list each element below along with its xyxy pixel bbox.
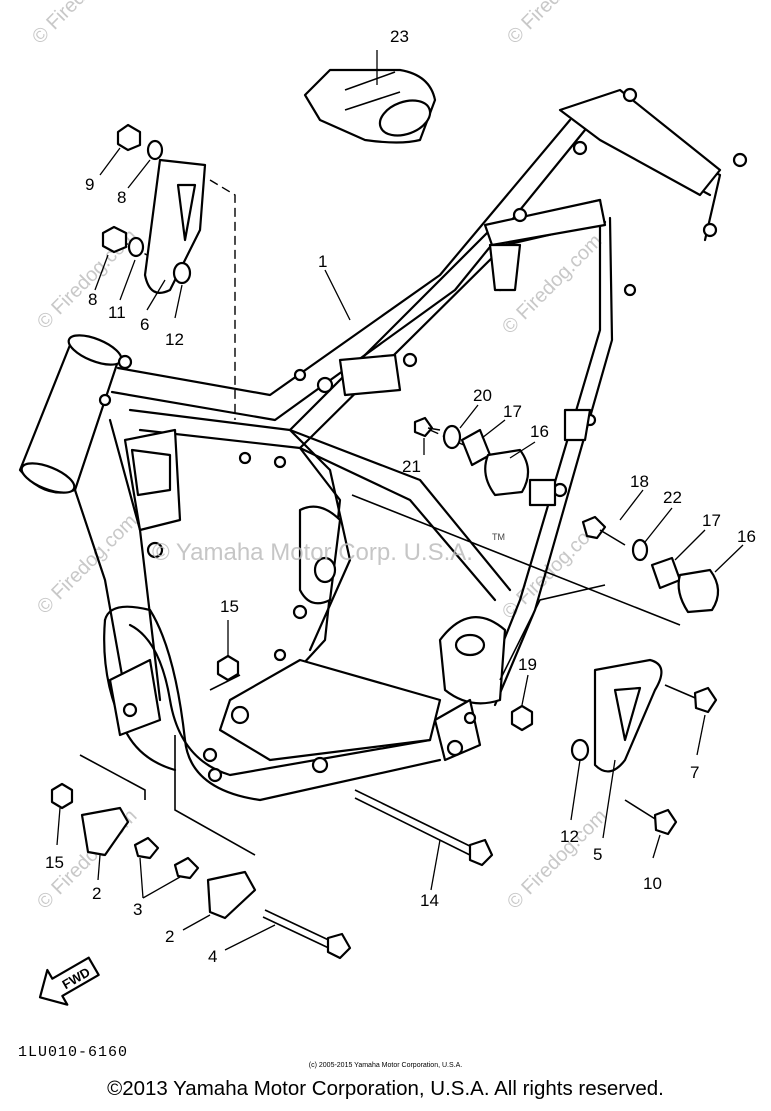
label-part-8: 8 <box>88 290 97 309</box>
label-part-15: 15 <box>45 853 64 872</box>
label-part-12: 12 <box>165 330 184 349</box>
label-part-1: 1 <box>318 252 327 271</box>
part-23-grommet <box>303 68 437 144</box>
label-part-20: 20 <box>473 386 492 405</box>
main-frame <box>18 87 748 802</box>
label-part-11: 11 <box>108 303 126 322</box>
small-copyright: (c) 2005-2015 Yamaha Motor Corporation, … <box>308 1062 463 1069</box>
label-part-23: 23 <box>390 27 409 46</box>
label-part-3: 3 <box>133 900 142 919</box>
label-part-18: 18 <box>630 472 649 491</box>
label-part-8: 8 <box>117 188 126 207</box>
engine-mount-brackets <box>143 158 663 773</box>
label-part-5: 5 <box>593 845 602 864</box>
label-part-19: 19 <box>518 655 537 674</box>
label-part-17: 17 <box>702 511 721 530</box>
watermark-firedog: © Firedog.com <box>28 0 137 49</box>
copyright-footer: ©2013 Yamaha Motor Corporation, U.S.A. A… <box>107 1077 664 1100</box>
trademark-mark: TM <box>492 532 505 542</box>
label-part-16: 16 <box>737 527 756 546</box>
reference-lines <box>79 494 681 856</box>
label-part-21: 21 <box>402 457 421 476</box>
label-part-16: 16 <box>530 422 549 441</box>
watermark-firedog: © Firedog.com <box>503 0 612 49</box>
yamaha-watermark: © Yamaha Motor Corp. U.S.A. <box>152 539 473 566</box>
diagram-code: 1LU010-6160 <box>18 1044 129 1061</box>
label-part-17: 17 <box>503 402 522 421</box>
label-part-6: 6 <box>140 315 149 334</box>
label-part-22: 22 <box>663 488 682 507</box>
label-part-4: 4 <box>208 947 217 966</box>
part-number-labels: 23 9 8 8 11 6 12 1 20 17 16 21 18 22 17 … <box>45 27 756 966</box>
label-part-9: 9 <box>85 175 94 194</box>
label-part-10: 10 <box>643 874 662 893</box>
label-part-2: 2 <box>92 884 101 903</box>
label-part-14: 14 <box>420 891 439 910</box>
label-part-15: 15 <box>220 597 239 616</box>
hardware-items <box>50 123 720 960</box>
fwd-arrow: FWD <box>38 956 100 1006</box>
label-part-2: 2 <box>165 927 174 946</box>
label-part-12: 12 <box>560 827 579 846</box>
label-part-7: 7 <box>690 763 699 782</box>
leader-lines <box>56 50 744 951</box>
